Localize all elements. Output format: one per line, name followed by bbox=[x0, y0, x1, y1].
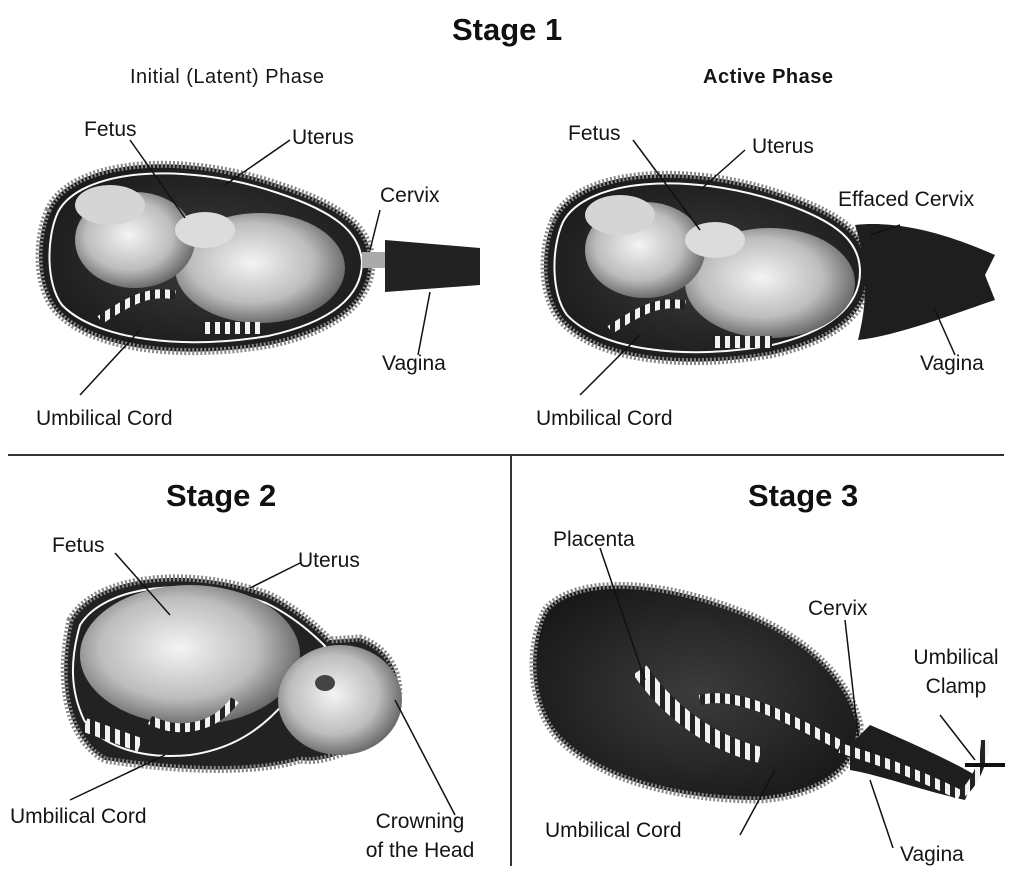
active-vagina-label: Vagina bbox=[920, 352, 984, 376]
stage2-illustration bbox=[64, 578, 402, 770]
placenta-label: Placenta bbox=[553, 528, 635, 552]
stage3-vagina-label: Vagina bbox=[900, 843, 964, 867]
latent-cervix-label: Cervix bbox=[380, 184, 440, 208]
latent-fetus-label: Fetus bbox=[84, 118, 137, 142]
stage2-uterus-label: Uterus bbox=[298, 549, 360, 573]
latent-cord-label: Umbilical Cord bbox=[36, 407, 173, 431]
latent-vagina-label: Vagina bbox=[382, 352, 446, 376]
active-uterus-label: Uterus bbox=[752, 135, 814, 159]
crowning-label-line2: of the Head bbox=[360, 839, 480, 863]
stage1-title: Stage 1 bbox=[452, 12, 562, 48]
stage2-title: Stage 2 bbox=[166, 478, 276, 514]
latent-uterus-label: Uterus bbox=[292, 126, 354, 150]
active-fetus-label: Fetus bbox=[568, 122, 621, 146]
stage2-fetus-label: Fetus bbox=[52, 534, 105, 558]
active-phase-title: Active Phase bbox=[703, 66, 834, 89]
crowning-label-line1: Crowning bbox=[360, 810, 480, 834]
stage3-cervix-label: Cervix bbox=[808, 597, 868, 621]
active-cervix-label: Effaced Cervix bbox=[838, 188, 974, 212]
active-cord-label: Umbilical Cord bbox=[536, 407, 673, 431]
latent-phase-title: Initial (Latent) Phase bbox=[130, 66, 324, 89]
stage3-cord-label: Umbilical Cord bbox=[545, 819, 682, 843]
stage2-cord-label: Umbilical Cord bbox=[10, 805, 147, 829]
stage3-title: Stage 3 bbox=[748, 478, 858, 514]
clamp-label-line2: Clamp bbox=[896, 675, 1016, 699]
clamp-label-line1: Umbilical bbox=[896, 646, 1016, 670]
